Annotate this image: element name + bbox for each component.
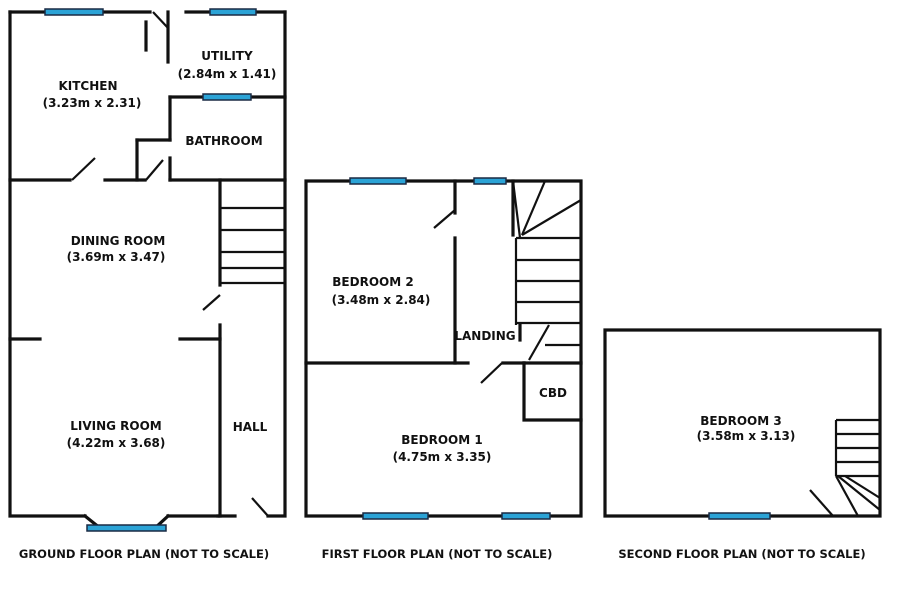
landing-window <box>473 177 507 185</box>
bathroom-label: BATHROOM <box>185 134 262 148</box>
living-room-size: (4.22m x 3.68) <box>67 436 166 450</box>
second-floor-stairs <box>809 418 881 517</box>
second-floor-walls <box>603 328 882 518</box>
ground-floor-caption: GROUND FLOOR PLAN (NOT TO SCALE) <box>19 547 269 561</box>
bedroom2-label: BEDROOM 2 <box>332 275 413 289</box>
dining-room-label: DINING ROOM <box>71 234 166 248</box>
living-room-bay-window <box>86 524 167 532</box>
utility-label: UTILITY <box>201 49 253 63</box>
first-floor-plan: BEDROOM 2 (3.48m x 2.84) LANDING CBD BED… <box>304 177 583 520</box>
first-floor-windows <box>349 177 551 520</box>
bedroom1-size: (4.75m x 3.35) <box>393 450 492 464</box>
first-floor-labels: BEDROOM 2 (3.48m x 2.84) LANDING CBD BED… <box>332 275 567 464</box>
ground-floor-doors <box>71 11 269 517</box>
first-floor-caption: FIRST FLOOR PLAN (NOT TO SCALE) <box>322 547 553 561</box>
bedroom3-window <box>708 512 771 520</box>
ground-floor-walls <box>8 10 287 530</box>
cbd-label: CBD <box>539 386 567 400</box>
kitchen-size: (3.23m x 2.31) <box>43 96 142 110</box>
ground-floor-windows <box>44 8 257 532</box>
bedroom3-size: (3.58m x 3.13) <box>697 429 796 443</box>
bedroom3-label: BEDROOM 3 <box>700 414 781 428</box>
second-floor-plan: BEDROOM 3 (3.58m x 3.13) <box>603 328 882 520</box>
first-floor-walls <box>304 179 583 518</box>
kitchen-window <box>44 8 104 16</box>
second-floor-windows <box>708 512 771 520</box>
living-room-label: LIVING ROOM <box>70 419 162 433</box>
bedroom1-label: BEDROOM 1 <box>401 433 482 447</box>
ground-floor-labels: KITCHEN (3.23m x 2.31) UTILITY (2.84m x … <box>43 49 277 450</box>
first-floor-stairs <box>511 180 582 347</box>
bedroom2-size: (3.48m x 2.84) <box>332 293 431 307</box>
hall-label: HALL <box>233 420 268 434</box>
kitchen-label: KITCHEN <box>58 79 117 93</box>
ground-floor-plan: KITCHEN (3.23m x 2.31) UTILITY (2.84m x … <box>8 8 287 532</box>
captions: GROUND FLOOR PLAN (NOT TO SCALE) FIRST F… <box>19 547 866 561</box>
dining-room-size: (3.69m x 3.47) <box>67 250 166 264</box>
bedroom1-window-left <box>362 512 429 520</box>
bedroom2-window <box>349 177 407 185</box>
utility-size: (2.84m x 1.41) <box>178 67 277 81</box>
landing-label: LANDING <box>454 329 515 343</box>
ground-floor-stairs <box>220 206 285 285</box>
second-floor-labels: BEDROOM 3 (3.58m x 3.13) <box>697 414 796 443</box>
utility-window <box>209 8 257 16</box>
bedroom1-window-right <box>501 512 551 520</box>
second-floor-caption: SECOND FLOOR PLAN (NOT TO SCALE) <box>618 547 865 561</box>
first-floor-doors <box>433 209 550 384</box>
bathroom-window <box>202 93 252 101</box>
